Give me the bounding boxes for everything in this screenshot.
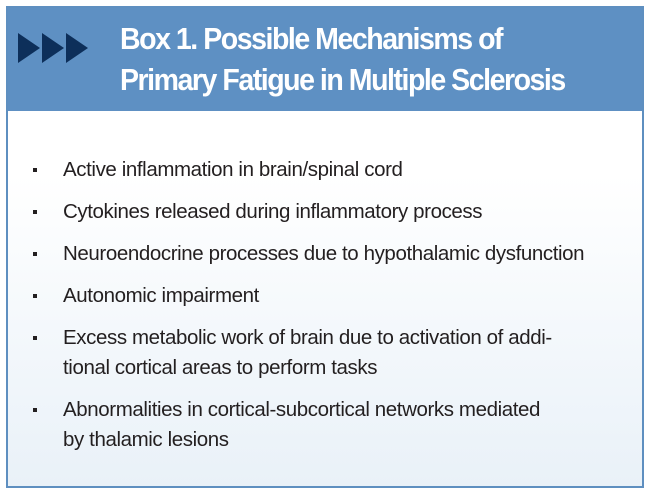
box-title: Box 1. Possible Mechanisms of Primary Fa… xyxy=(120,18,594,100)
bullet-icon xyxy=(33,408,37,412)
list-item-text: Cytokines released during inflammatory p… xyxy=(63,197,642,227)
box-title-line-2: Primary Fatigue in Multiple Sclerosis xyxy=(120,62,566,97)
list-item: Autonomic impairment xyxy=(8,281,642,311)
list-item-line: Autonomic impairment xyxy=(63,284,259,307)
list-item-line: Abnormalities in cortical-subcortical ne… xyxy=(63,398,541,421)
list-item-line: by thalamic lesions xyxy=(63,428,229,451)
list-item: Cytokines released during inflammatory p… xyxy=(8,197,642,227)
list-item: Active inflammation in brain/spinal cord xyxy=(8,155,642,185)
list-item: Abnormalities in cortical-subcortical ne… xyxy=(8,395,642,455)
list-item: Neuroendocrine processes due to hypothal… xyxy=(8,239,642,269)
bullet-icon xyxy=(33,252,37,256)
bullet-icon xyxy=(33,336,37,340)
list-item: Excess metabolic work of brain due to ac… xyxy=(8,323,642,383)
triangle-arrow-icon xyxy=(66,33,88,63)
list-item-line: Neuroendocrine processes due to hypothal… xyxy=(63,242,585,265)
list-item-line: Active inflammation in brain/spinal cord xyxy=(63,158,403,181)
list-item-text: Excess metabolic work of brain due to ac… xyxy=(63,323,642,383)
list-item-text: Neuroendocrine processes due to hypothal… xyxy=(63,239,642,269)
mechanism-list: Active inflammation in brain/spinal cord… xyxy=(8,155,642,467)
list-item-text: Autonomic impairment xyxy=(63,281,642,311)
box-title-line-1: Box 1. Possible Mechanisms of xyxy=(120,21,504,56)
header-arrows xyxy=(18,33,88,63)
triangle-arrow-icon xyxy=(42,33,64,63)
box-header: Box 1. Possible Mechanisms of Primary Fa… xyxy=(8,8,642,111)
bullet-icon xyxy=(33,294,37,298)
list-item-text: Abnormalities in cortical-subcortical ne… xyxy=(63,395,642,455)
list-item-line: Cytokines released during inflammatory p… xyxy=(63,200,483,223)
info-box: Box 1. Possible Mechanisms of Primary Fa… xyxy=(6,6,644,488)
triangle-arrow-icon xyxy=(18,33,40,63)
list-item-text: Active inflammation in brain/spinal cord xyxy=(63,155,642,185)
list-item-line: tional cortical areas to perform tasks xyxy=(63,356,378,379)
bullet-icon xyxy=(33,210,37,214)
list-item-line: Excess metabolic work of brain due to ac… xyxy=(63,326,552,349)
bullet-icon xyxy=(33,168,37,172)
